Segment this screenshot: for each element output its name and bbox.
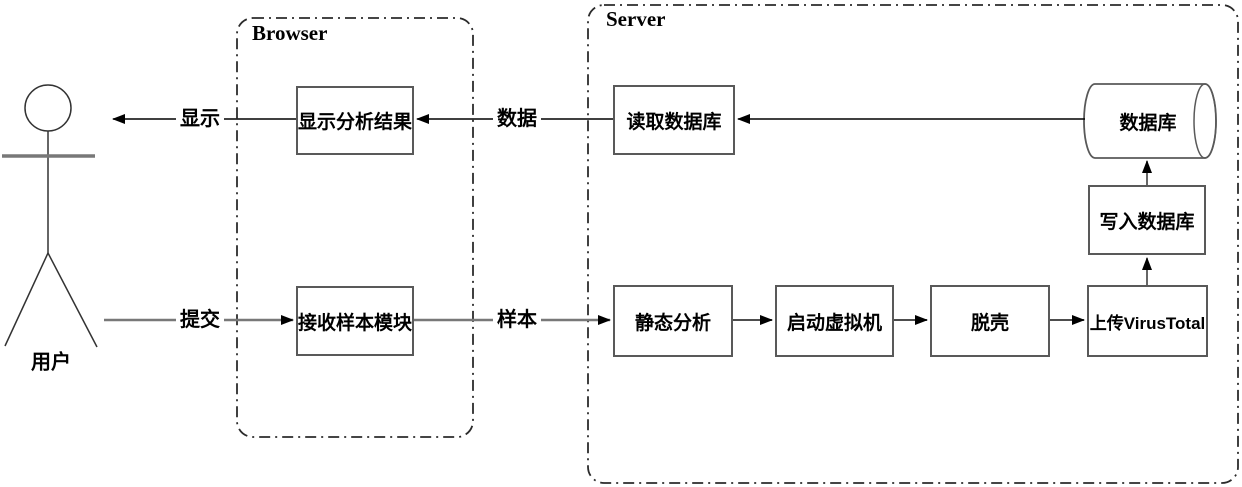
edge-label-data: 数据 (493, 108, 541, 130)
node-start-vm: 启动虚拟机 (775, 285, 894, 357)
actor-head (24, 84, 72, 132)
node-receive-sample: 接收样本模块 (296, 286, 414, 356)
node-read-db: 读取数据库 (613, 85, 735, 155)
server-container-label: Server (606, 7, 666, 31)
user-actor-label: 用户 (31, 351, 71, 374)
database-cylinder-shape (1083, 83, 1217, 159)
edge-label-submit: 提交 (176, 309, 224, 331)
actor-leg-left (4, 252, 49, 347)
node-unpack: 脱壳 (930, 285, 1050, 357)
browser-container-label: Browser (252, 21, 328, 45)
edge-label-display: 显示 (176, 108, 224, 130)
node-upload-virustotal: 上传VirusTotal (1087, 285, 1208, 357)
node-static-analysis: 静态分析 (613, 285, 733, 357)
node-database-label: 数据库 (1119, 112, 1177, 134)
edge-label-sample: 样本 (493, 309, 541, 331)
server-container-border (587, 4, 1239, 484)
actor-leg-right (47, 252, 98, 348)
node-display-results: 显示分析结果 (296, 86, 414, 155)
node-write-db: 写入数据库 (1088, 185, 1206, 255)
user-actor-icon (2, 84, 98, 348)
browser-container-border (236, 17, 474, 438)
